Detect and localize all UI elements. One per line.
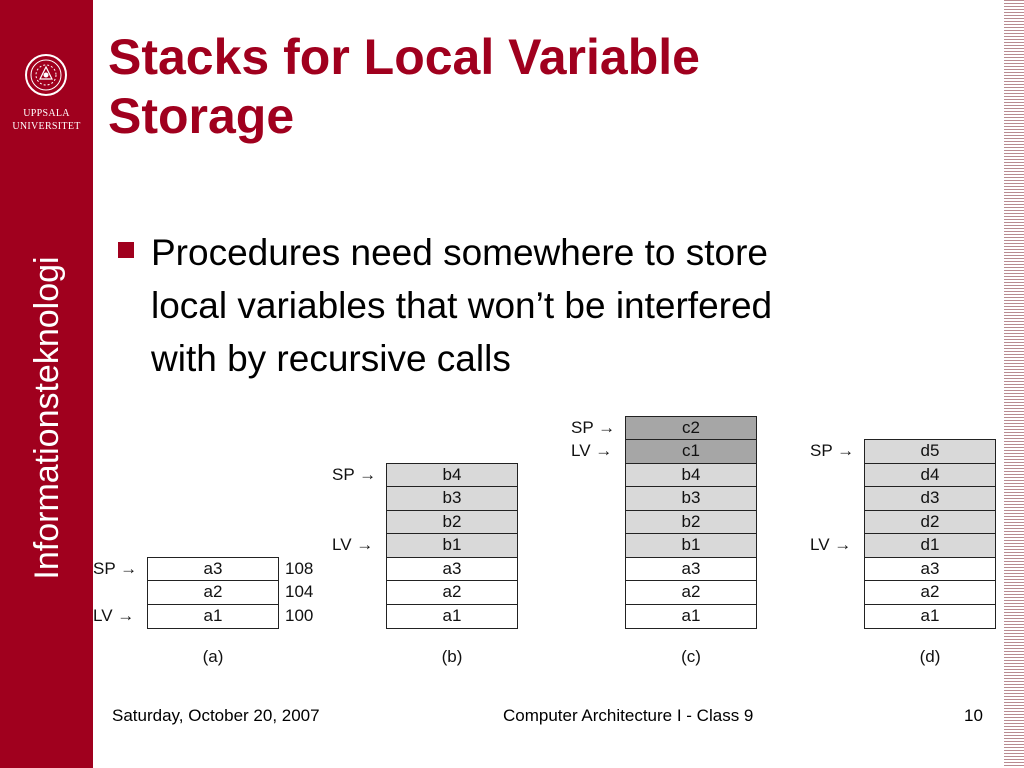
bullet-square-icon	[118, 242, 134, 258]
footer-course: Computer Architecture I - Class 9	[503, 706, 754, 725]
lv-pointer: LV →	[571, 441, 613, 460]
stack-cell: c2	[625, 415, 757, 441]
stack-cell: a3	[386, 556, 518, 582]
bullet-line2: local variables that won’t be interfered	[151, 285, 773, 326]
stack-caption: (c)	[681, 647, 701, 666]
stack-cell: d5	[864, 439, 996, 464]
stack-cell: a1	[864, 603, 996, 629]
stack-cell: d1	[864, 533, 996, 558]
stack-cell: a2	[147, 580, 279, 605]
slide-title-line2: Storage	[108, 88, 295, 144]
university-name-line2: UNIVERSITET	[12, 121, 81, 132]
stack-caption: (a)	[202, 647, 224, 666]
university-name-line1: UPPSALA	[23, 108, 70, 119]
sp-pointer: SP →	[93, 558, 138, 578]
page-number: 10	[964, 706, 983, 725]
slide-title: Stacks for Local Variable Storage	[108, 28, 988, 146]
decorative-stripe	[1004, 0, 1024, 768]
memory-address: 104	[285, 582, 314, 601]
stack-cell: b1	[625, 533, 757, 558]
bullet-line1: Procedures need somewhere to store	[151, 232, 769, 273]
stack-cell: a3	[864, 556, 996, 582]
stack-cell: b2	[625, 509, 757, 535]
stack-cell: a2	[386, 580, 518, 605]
stack-caption: (d)	[919, 647, 941, 666]
memory-address: 108	[285, 558, 314, 578]
university-name: UPPSALA UNIVERSITET	[0, 107, 93, 133]
stack-cell: a1	[386, 603, 518, 629]
sp-pointer: SP →	[332, 464, 377, 484]
footer-date: Saturday, October 20, 2007	[112, 706, 320, 725]
university-seal-icon	[25, 54, 67, 96]
stack-caption: (b)	[441, 647, 463, 666]
slide-title-line1: Stacks for Local Variable	[108, 29, 700, 85]
stack-cell: a1	[625, 603, 757, 629]
stack-cell: d4	[864, 462, 996, 488]
stack-cell: d3	[864, 486, 996, 511]
stack-cell: b2	[386, 509, 518, 535]
stack-cell: c1	[625, 439, 757, 464]
stack-cell: b4	[625, 462, 757, 488]
stack-cell: b1	[386, 533, 518, 558]
lv-pointer: LV →	[810, 535, 852, 554]
stack-cell: d2	[864, 509, 996, 535]
stack-cell: a2	[864, 580, 996, 605]
sidebar: UPPSALA UNIVERSITET Informationsteknolog…	[0, 0, 93, 768]
department-label: Informationsteknologi	[28, 256, 66, 580]
stack-cell: a1	[147, 603, 279, 629]
sp-pointer: SP →	[571, 417, 616, 437]
stack-cell: b3	[625, 486, 757, 511]
memory-address: 100	[285, 605, 314, 625]
lv-pointer: LV →	[93, 605, 135, 625]
stack-cell: a2	[625, 580, 757, 605]
bullet-text: Procedures need somewhere to store local…	[151, 226, 941, 385]
sp-pointer: SP →	[810, 441, 855, 460]
lv-pointer: LV →	[332, 535, 374, 554]
stack-cell: b4	[386, 462, 518, 488]
bullet-line3: with by recursive calls	[151, 338, 511, 379]
stack-cell: a3	[625, 556, 757, 582]
stack-cell: b3	[386, 486, 518, 511]
stack-cell: a3	[147, 556, 279, 582]
